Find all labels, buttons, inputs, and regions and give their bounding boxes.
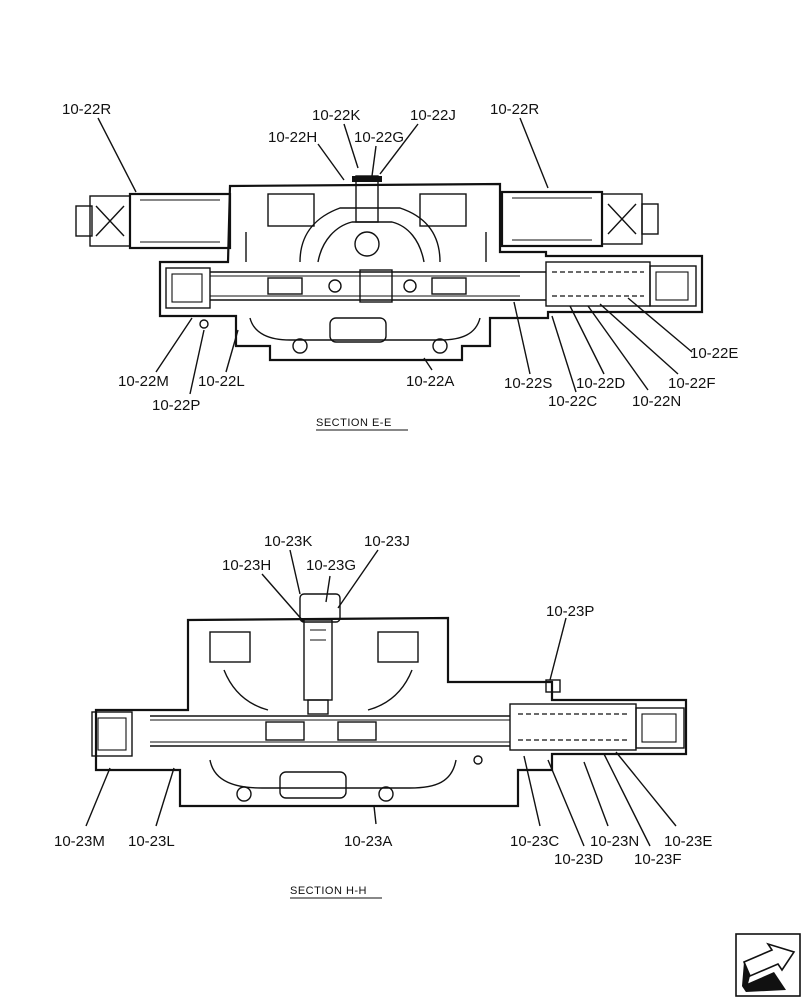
section-e-e-labels: 10-22R 10-22K 10-22J 10-22R 10-22H 10-22… [62, 101, 738, 414]
section-e-e-drawing [75, 175, 704, 362]
label-10-23h: 10-23H [222, 557, 271, 574]
section-h-h-leader-lines [85, 549, 677, 847]
label-10-23e: 10-23E [664, 833, 712, 850]
label-10-22m: 10-22M [118, 373, 169, 390]
section-h-h-drawing [91, 593, 688, 808]
label-10-23j: 10-23J [364, 533, 410, 550]
section-h-h-caption: SECTION H-H [290, 885, 367, 897]
section-e-e-caption: SECTION E-E [316, 417, 392, 429]
label-10-22r-right: 10-22R [490, 101, 539, 118]
section-h-h-labels: 10-23K 10-23J 10-23H 10-23G 10-23P 10-23… [54, 533, 712, 868]
label-10-22e: 10-22E [690, 345, 738, 362]
label-10-22j: 10-22J [410, 107, 456, 124]
label-10-22s: 10-22S [504, 375, 552, 392]
label-10-22r-left: 10-22R [62, 101, 111, 118]
label-10-23f: 10-23F [634, 851, 682, 868]
label-10-23p: 10-23P [546, 603, 594, 620]
label-10-23c: 10-23C [510, 833, 559, 850]
label-10-22n: 10-22N [632, 393, 681, 410]
next-page-arrow-icon[interactable] [735, 933, 801, 997]
label-10-22a: 10-22A [406, 373, 454, 390]
label-10-22h: 10-22H [268, 129, 317, 146]
label-10-23k: 10-23K [264, 533, 312, 550]
label-10-22c: 10-22C [548, 393, 597, 410]
label-10-23l: 10-23L [128, 833, 175, 850]
label-10-23d: 10-23D [554, 851, 603, 868]
label-10-22p: 10-22P [152, 397, 200, 414]
label-10-22l: 10-22L [198, 373, 245, 390]
section-e-e-leader-lines [97, 117, 693, 395]
label-10-22k: 10-22K [312, 107, 360, 124]
label-10-23m: 10-23M [54, 833, 105, 850]
label-10-22d: 10-22D [576, 375, 625, 392]
label-10-22g: 10-22G [354, 129, 404, 146]
label-10-23g: 10-23G [306, 557, 356, 574]
label-10-23a: 10-23A [344, 833, 392, 850]
label-10-22f: 10-22F [668, 375, 716, 392]
label-10-23n: 10-23N [590, 833, 639, 850]
